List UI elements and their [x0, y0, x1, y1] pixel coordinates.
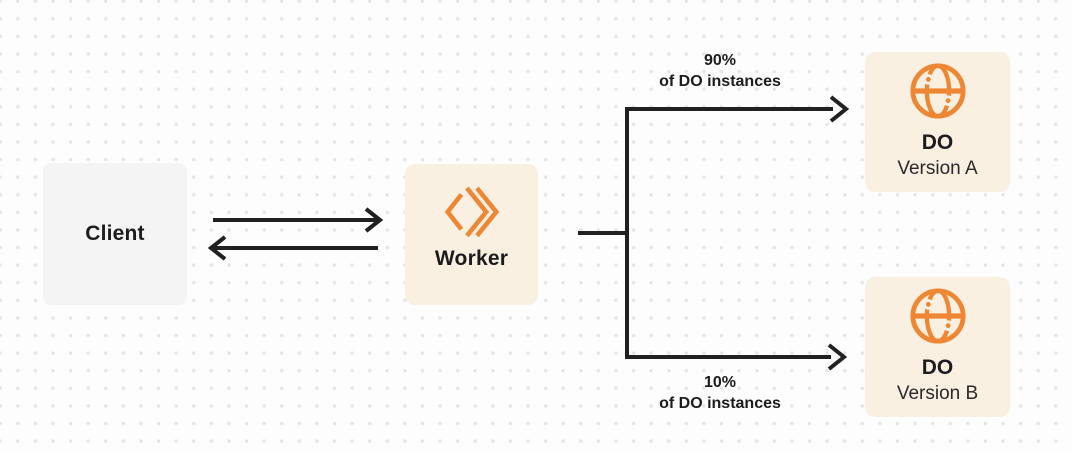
do-b-title: DO [921, 356, 954, 379]
worker-to-client-arrowhead-icon [207, 235, 227, 261]
do-a-subtitle: Version A [897, 158, 978, 179]
split-label-10: 10% of DO instances [620, 372, 820, 414]
client-node: Client [43, 163, 187, 305]
split-label-90: 90% of DO instances [620, 50, 820, 92]
do-b-subtitle: Version B [896, 383, 979, 404]
worker-node: Worker [405, 164, 538, 305]
do-a-title: DO [921, 131, 954, 154]
do-version-b-node: DO Version B [865, 277, 1010, 417]
client-label: Client [85, 222, 145, 245]
split-percent-90: 90% [703, 52, 737, 69]
arrowhead-to-do-a-icon [829, 95, 850, 123]
split-percent-10: 10% [703, 374, 737, 391]
durable-objects-globe-icon [909, 63, 966, 119]
split-branch-line [625, 107, 833, 359]
arrowhead-to-do-b-icon [827, 343, 848, 371]
client-to-worker-arrowhead-icon [364, 207, 384, 233]
split-caption-90: of DO instances [659, 73, 781, 90]
cloudflare-workers-icon [444, 186, 499, 238]
worker-label: Worker [434, 247, 509, 270]
split-caption-10: of DO instances [659, 395, 781, 412]
durable-objects-globe-icon [909, 288, 966, 344]
do-version-a-node: DO Version A [865, 52, 1010, 192]
